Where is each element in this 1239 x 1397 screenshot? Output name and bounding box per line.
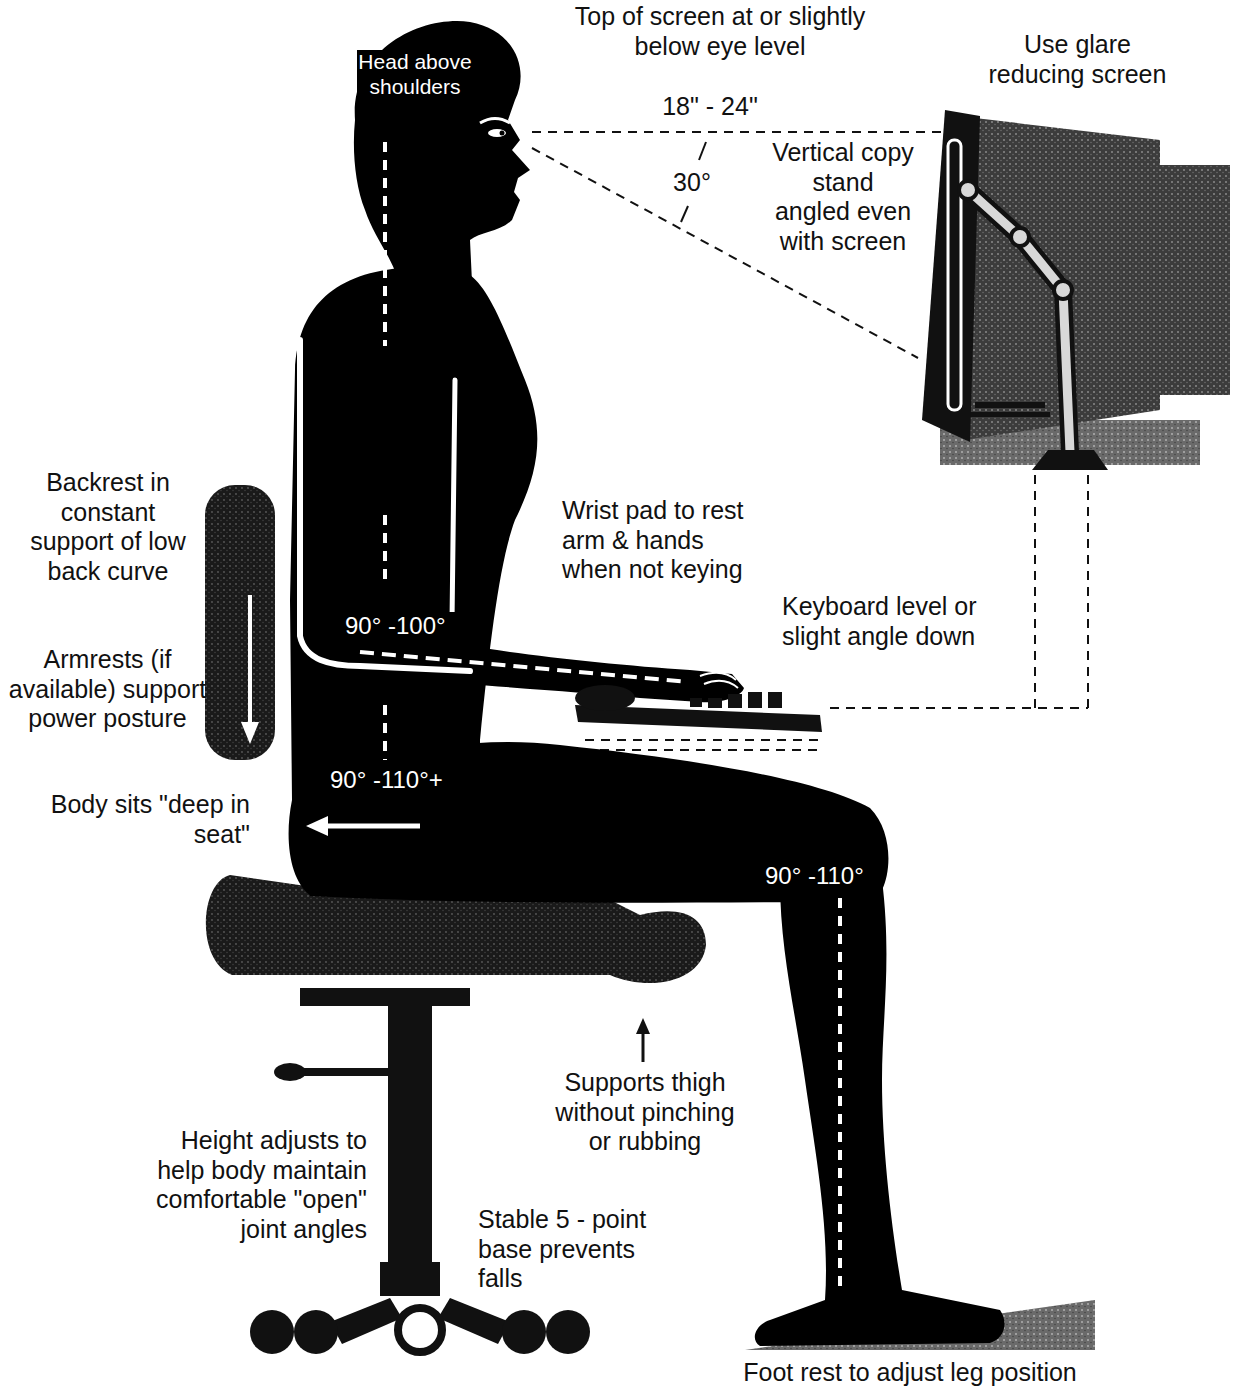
keyboard-guide: [600, 749, 822, 751]
glare-screen: [922, 110, 980, 442]
height-guide: [830, 707, 1088, 709]
height-note: Height adjusts to help body maintain com…: [145, 1126, 367, 1244]
foot-rest-note: Foot rest to adjust leg position: [690, 1358, 1130, 1388]
wrist-pad-note: Wrist pad to rest arm & hands when not k…: [562, 496, 747, 585]
arrow: [248, 595, 252, 726]
keyboard-guide: [585, 739, 822, 741]
posture-line: [360, 652, 688, 682]
chair-hub: [380, 1262, 440, 1296]
key: [708, 698, 722, 708]
wrist-pad: [575, 685, 635, 711]
sight-line: [532, 131, 943, 133]
copy-stand-joint: [1054, 281, 1072, 299]
chair-leg: [330, 1298, 402, 1344]
arrow-head: [636, 1018, 650, 1034]
caster: [398, 1308, 442, 1352]
key: [768, 692, 782, 708]
chair-column: [388, 1006, 432, 1266]
angle-tick: [681, 206, 688, 222]
arm-outline: [300, 340, 470, 671]
armrest-note: Armrests (if available) support power po…: [5, 645, 210, 734]
keyboard-note: Keyboard level or slight angle down: [782, 592, 977, 651]
chair-leg: [438, 1298, 510, 1344]
chair-backrest: [205, 485, 275, 760]
arrow-head: [241, 722, 259, 744]
screen-height-note: Top of screen at or slightly below eye l…: [555, 2, 885, 61]
caster: [294, 1310, 338, 1354]
angle-label: 90° -100°: [345, 612, 470, 640]
angle-tick: [699, 142, 706, 160]
person-head: [354, 21, 530, 288]
angle-label: 90° -110°+: [330, 766, 470, 794]
copy-stand-joint: [959, 181, 977, 199]
posture-line: [383, 142, 387, 346]
copy-stand-arm: [968, 190, 1070, 452]
arm-outline: [452, 380, 455, 622]
posture-line: [383, 705, 387, 760]
seat-plate: [300, 988, 470, 1006]
person-leg: [755, 880, 1005, 1346]
backrest-note: Backrest in constant support of low back…: [18, 468, 198, 586]
head-note: Head above shoulders: [357, 50, 473, 100]
monitor-foot: [975, 402, 1045, 408]
base-note: Stable 5 - point base prevents falls: [478, 1205, 673, 1294]
copy-stand-joint: [1011, 228, 1029, 246]
key: [748, 692, 762, 708]
posture-line: [383, 515, 387, 585]
finger-lines: [700, 665, 738, 688]
caster: [250, 1310, 294, 1354]
height-lever: [274, 1063, 306, 1081]
arrow: [324, 824, 420, 829]
copy-stand-arm: [968, 190, 1070, 452]
monitor-back: [1150, 165, 1230, 395]
copy-stand-note: Vertical copy stand angled even with scr…: [772, 138, 914, 256]
angle-label: 30°: [662, 168, 722, 198]
caster: [546, 1310, 590, 1354]
person-thigh: [300, 742, 888, 903]
key: [690, 698, 702, 707]
eyebrow: [480, 119, 510, 124]
caster: [502, 1310, 546, 1354]
height-guide: [1034, 475, 1036, 708]
monitor-foot: [970, 412, 1050, 417]
copy-stand-base: [1032, 450, 1108, 470]
key: [728, 694, 742, 708]
eye: [488, 129, 506, 137]
distance-label: 18" - 24": [630, 92, 790, 122]
arrow: [642, 1032, 645, 1062]
posture-line: [838, 898, 842, 1290]
eye: [500, 131, 505, 136]
copy-holder-rod: [948, 140, 961, 410]
seat-depth-note: Body sits "deep in seat": [40, 790, 250, 849]
arrow-head: [306, 816, 328, 836]
seat-edge-note: Supports thigh without pinching or rubbi…: [545, 1068, 745, 1157]
angle-label: 90° -110°: [765, 862, 880, 890]
height-guide: [1087, 475, 1089, 708]
screen-note: Use glare reducing screen: [975, 30, 1180, 89]
